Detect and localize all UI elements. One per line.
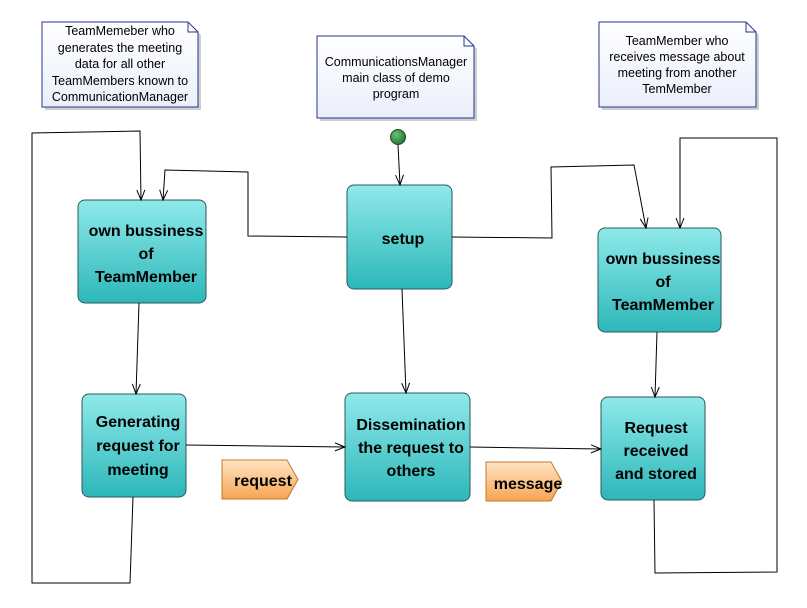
object-node-message-shape bbox=[485, 461, 563, 502]
note-manager-body bbox=[316, 35, 475, 119]
activity-own-business-sender-label: of bbox=[138, 246, 154, 263]
note-receiver-line: receives message about bbox=[609, 50, 745, 64]
note-sender-line: CommunicationManager bbox=[52, 90, 188, 104]
object-node-message-label: message bbox=[494, 476, 563, 493]
note-receiver-line: TeamMember who bbox=[626, 34, 729, 48]
activity-generating-request-label: meeting bbox=[107, 462, 168, 479]
edge-loop-generating-to-own-business-sender bbox=[31, 130, 141, 584]
note-receiver: TeamMember who receives message about me… bbox=[598, 21, 759, 110]
initial-node bbox=[390, 129, 406, 145]
activity-request-received-label: received bbox=[624, 443, 689, 460]
object-node-request: request bbox=[221, 459, 299, 500]
edge-setup-to-own-business-receiver bbox=[451, 164, 646, 239]
note-fold-corner bbox=[187, 22, 198, 33]
activity-own-business-receiver-label: TeamMember bbox=[612, 297, 714, 314]
note-manager-line: program bbox=[373, 87, 420, 101]
edge-setup-to-own-business-sender bbox=[163, 169, 348, 238]
activity-own-business-receiver-box bbox=[597, 227, 722, 333]
note-fold-corner bbox=[745, 22, 756, 33]
note-sender-line: TeamMembers known to bbox=[52, 74, 188, 88]
activity-own-business-receiver: own bussiness of TeamMember bbox=[597, 227, 722, 333]
activity-own-business-sender: own bussiness of TeamMember bbox=[77, 199, 207, 304]
object-node-request-label: request bbox=[234, 473, 292, 490]
note-sender-line: data for all other bbox=[75, 57, 165, 71]
activity-own-business-sender-label: own bussiness bbox=[89, 223, 204, 240]
object-node-message: message bbox=[485, 461, 563, 502]
activity-own-business-sender-label: TeamMember bbox=[95, 269, 197, 286]
note-receiver-body bbox=[598, 21, 757, 108]
control-flows bbox=[31, 130, 778, 584]
activity-generating-request: Generating request for meeting bbox=[81, 393, 187, 498]
edge-generating-to-dissemination bbox=[185, 445, 345, 447]
edge-own-business-sender-to-generating bbox=[136, 302, 139, 394]
note-manager-line: main class of demo bbox=[342, 71, 450, 85]
edge-own-business-receiver-to-request-received bbox=[655, 331, 657, 397]
edge-initial-to-setup bbox=[398, 144, 400, 185]
note-receiver-line: meeting from another bbox=[618, 66, 737, 80]
note-manager-line: CommunicationsManager bbox=[325, 55, 467, 69]
activity-generating-request-label: request for bbox=[96, 438, 180, 455]
activity-setup: setup bbox=[346, 184, 453, 290]
activity-request-received-label: and stored bbox=[615, 466, 697, 483]
note-sender-line: TeamMemeber who bbox=[65, 24, 175, 38]
activity-dissemination: Dissemination the request to others bbox=[344, 392, 471, 502]
note-sender-body bbox=[41, 21, 199, 108]
activity-setup-label: setup bbox=[382, 231, 425, 248]
activity-own-business-receiver-label: of bbox=[655, 274, 671, 291]
note-fold-corner bbox=[463, 36, 474, 47]
edge-setup-to-dissemination bbox=[402, 288, 406, 393]
edge-loop-request-received-to-own-business-receiver bbox=[653, 137, 778, 574]
activity-request-received: Request received and stored bbox=[600, 396, 706, 501]
edge-dissemination-to-request-received bbox=[469, 447, 601, 449]
activity-dissemination-label: the request to bbox=[358, 440, 464, 457]
activity-dissemination-label: others bbox=[387, 463, 436, 480]
activity-generating-request-label: Generating bbox=[96, 414, 180, 431]
activity-dissemination-label: Dissemination bbox=[356, 417, 465, 434]
activity-request-received-label: Request bbox=[624, 420, 688, 437]
note-receiver-line: TemMember bbox=[642, 82, 711, 96]
activity-own-business-receiver-label: own bussiness bbox=[606, 251, 721, 268]
note-sender-line: generates the meeting bbox=[58, 41, 182, 55]
note-manager: CommunicationsManager main class of demo… bbox=[316, 35, 477, 121]
note-sender: TeamMemeber who generates the meeting da… bbox=[41, 21, 201, 110]
object-node-request-shape bbox=[221, 459, 299, 500]
